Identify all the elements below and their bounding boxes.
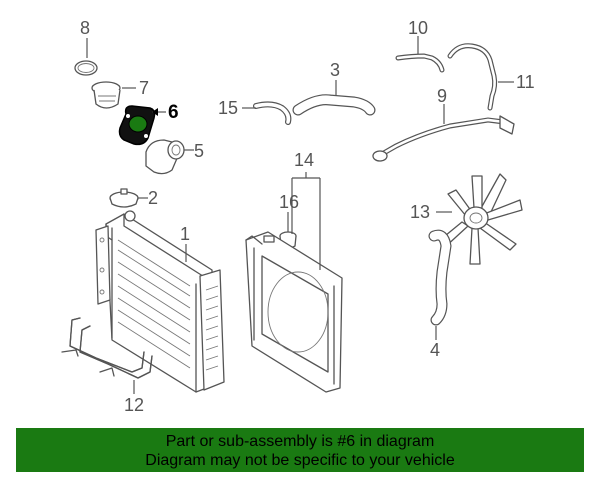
part-7-thermostat[interactable]	[91, 81, 121, 109]
part-13-fan[interactable]	[439, 173, 523, 265]
part-5-water-outlet[interactable]	[145, 139, 185, 175]
callout-7[interactable]: 7	[139, 78, 149, 98]
part-6-thermostat-gasket[interactable]	[118, 105, 156, 146]
banner-line-1: Part or sub-assembly is #6 in diagram	[165, 433, 435, 450]
callout-4[interactable]: 4	[430, 340, 440, 360]
info-banner: Part or sub-assembly is #6 in diagram Di…	[16, 428, 584, 472]
callout-16[interactable]: 16	[279, 192, 299, 212]
callout-8[interactable]: 8	[80, 18, 90, 38]
part-3-upper-hose[interactable]	[292, 94, 376, 116]
callout-10[interactable]: 10	[408, 18, 428, 38]
part-10-pipe[interactable]	[395, 53, 445, 73]
part-8-gasket[interactable]	[74, 60, 98, 76]
leader-6-arrow	[152, 108, 158, 116]
part-11-pipe[interactable]	[447, 43, 498, 111]
banner-line-2: Diagram may not be specific to your vehi…	[145, 452, 455, 469]
callout-3[interactable]: 3	[330, 60, 340, 80]
part-9-pipe[interactable]	[372, 115, 515, 162]
callout-2[interactable]: 2	[148, 188, 158, 208]
callout-13[interactable]: 13	[410, 202, 430, 222]
callout-15[interactable]: 15	[218, 98, 238, 118]
callout-9[interactable]: 9	[437, 86, 447, 106]
callout-11[interactable]: 11	[516, 72, 535, 92]
callout-12[interactable]: 12	[124, 395, 144, 415]
callout-5[interactable]: 5	[194, 141, 204, 161]
part-12-tubes[interactable]	[61, 317, 153, 379]
callout-1[interactable]: 1	[180, 224, 190, 244]
leader-14	[291, 172, 321, 270]
part-15-hose[interactable]	[253, 101, 292, 125]
part-4-lower-hose[interactable]	[428, 229, 452, 326]
part-2-radiator-cap[interactable]	[109, 188, 139, 208]
callout-14[interactable]: 14	[294, 150, 314, 170]
callout-6[interactable]: 6	[168, 102, 179, 123]
part-14-fan-shroud[interactable]	[245, 231, 343, 393]
